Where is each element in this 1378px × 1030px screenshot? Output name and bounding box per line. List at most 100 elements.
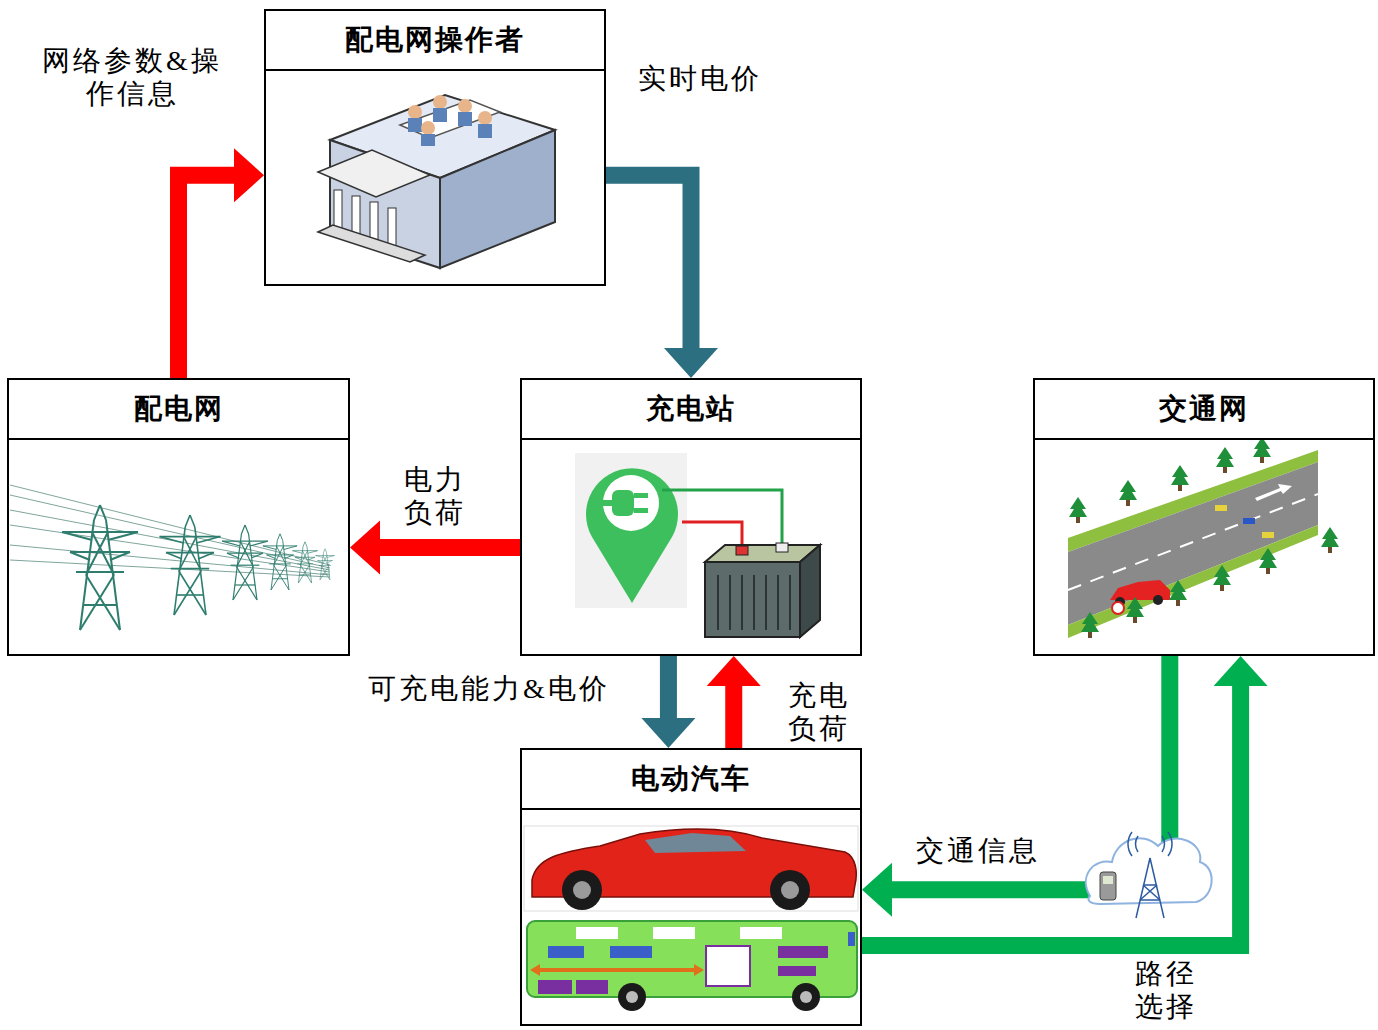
arrow-shaft	[606, 175, 691, 349]
drawing-part	[530, 964, 540, 976]
node-box: 配电网操作者	[264, 9, 606, 286]
drawing-part	[1150, 858, 1164, 918]
drawing-part	[776, 543, 788, 552]
drawing-part	[408, 118, 422, 132]
drawing-part	[1215, 505, 1227, 511]
node-box: 交通网	[1033, 378, 1375, 656]
drawing-part	[576, 980, 608, 994]
drawing-part	[562, 870, 602, 910]
drawing-part	[433, 95, 447, 109]
arrow-shaft	[660, 656, 677, 719]
drawing-part	[612, 490, 634, 516]
drawing-part	[222, 525, 268, 600]
drawing-part	[1112, 602, 1124, 614]
drawing-part	[1171, 465, 1189, 491]
drawing-part	[440, 130, 555, 268]
drawing-part	[1216, 447, 1234, 473]
box-header: 电动汽车	[522, 750, 860, 810]
drawing-part	[1081, 612, 1099, 638]
operator-building	[318, 95, 555, 268]
drawing-part	[740, 927, 782, 939]
drawing-part	[792, 983, 820, 1011]
drawing-part	[421, 134, 435, 146]
drawing-part	[1140, 899, 1160, 901]
drawing-part	[458, 99, 472, 113]
box-header: 配电网操作者	[266, 11, 604, 71]
drawing-part	[778, 966, 816, 976]
drawing-part	[400, 100, 500, 138]
drawing-part	[634, 493, 648, 498]
drawing-part	[318, 225, 425, 262]
drawing-part	[316, 549, 335, 580]
node-box: 充电站	[520, 378, 862, 656]
arrow-shaft	[179, 175, 236, 378]
drawing-part	[1262, 532, 1274, 538]
arrow-shaft	[725, 685, 742, 748]
drawing-part	[1103, 876, 1113, 884]
drawing-part	[1153, 595, 1163, 605]
drawing-part	[263, 534, 297, 590]
drawing-part	[765, 575, 767, 630]
node-box: 配电网	[7, 378, 350, 656]
drawing-part	[10, 485, 330, 577]
drawing-part	[626, 991, 638, 1003]
flow-arrow	[350, 521, 520, 575]
drawing-part	[789, 575, 791, 630]
arrow-shaft	[379, 539, 520, 556]
drawing-part	[717, 575, 719, 630]
drawing-part	[575, 453, 687, 608]
box-title: 交通网	[1159, 390, 1249, 428]
drawing-part	[478, 111, 492, 125]
drawing-part	[1259, 548, 1277, 574]
drawing-part	[1255, 484, 1292, 501]
drawing-part	[634, 508, 648, 513]
drawing-part	[1086, 838, 1212, 904]
drawing-part	[753, 575, 755, 630]
drawing-part	[1135, 836, 1138, 852]
drawing-part	[736, 546, 748, 555]
box-header: 交通网	[1035, 380, 1373, 440]
battery	[705, 543, 820, 637]
drawing-part	[653, 927, 695, 939]
drawing-part	[718, 575, 790, 630]
edge-label: 充电负荷	[785, 679, 853, 745]
drawing-part	[777, 575, 779, 630]
drawing-part	[770, 870, 810, 910]
drawing-part	[1128, 832, 1132, 856]
drawing-part	[536, 968, 700, 972]
drawing-part	[1143, 885, 1160, 900]
drawing-part	[1162, 836, 1165, 852]
drawing-part	[1068, 494, 1318, 590]
drawing-part	[598, 500, 614, 506]
drawing-part	[706, 946, 750, 986]
drawing-part	[1253, 437, 1271, 463]
drawing-part	[1128, 832, 1172, 918]
drawing-part	[370, 202, 378, 242]
drawing-part	[538, 980, 572, 994]
drawing-part	[408, 105, 422, 119]
drawing-part	[1243, 518, 1255, 524]
drawing-part	[478, 124, 492, 138]
drawing-part	[586, 468, 678, 603]
drawing-part	[1168, 832, 1172, 856]
electric-car	[524, 826, 858, 911]
transmission-towers	[10, 485, 335, 630]
node-box: 电动汽车	[520, 748, 862, 1026]
drawing-part	[1069, 497, 1087, 523]
drawing-part	[694, 964, 704, 976]
drawing-part	[62, 505, 138, 630]
road-scene	[1068, 437, 1339, 638]
drawing-part	[741, 575, 743, 630]
drawing-part	[10, 560, 330, 577]
drawing-part	[576, 927, 618, 939]
arrow-head	[664, 348, 718, 378]
arrow-head	[234, 148, 264, 202]
drawing-part	[524, 826, 858, 911]
drawing-part	[1136, 858, 1150, 918]
drawing-part	[458, 112, 472, 126]
drawing-part	[705, 562, 800, 637]
drawing-part	[1169, 580, 1187, 606]
